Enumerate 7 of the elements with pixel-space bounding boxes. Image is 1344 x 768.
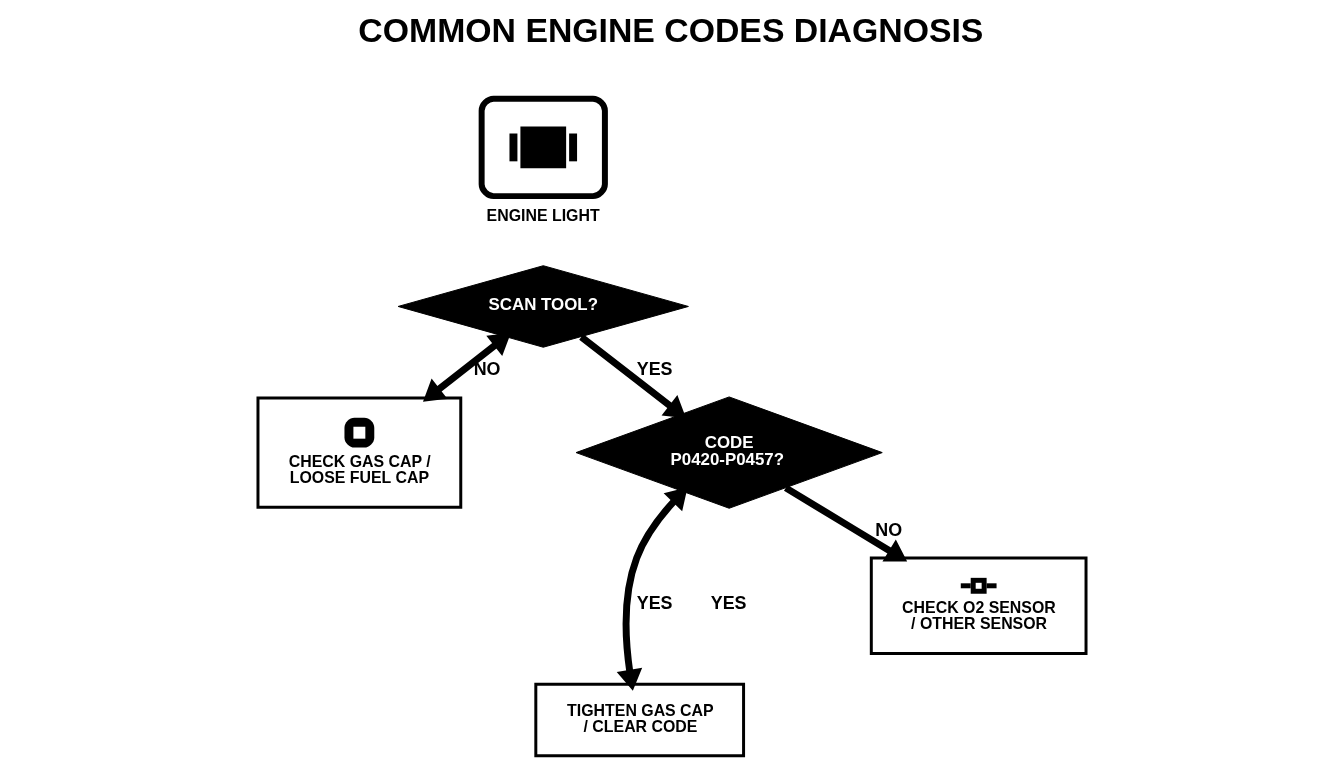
node-label: ENGINE LIGHT: [486, 206, 600, 224]
edge-label: YES: [636, 593, 673, 614]
edge-label: NO: [473, 359, 501, 380]
label: YES: [710, 593, 747, 614]
edge-label: NO: [875, 520, 903, 541]
edge-label: YES: [636, 359, 673, 380]
diagram-title: COMMON ENGINE CODES DIAGNOSIS: [358, 11, 984, 50]
